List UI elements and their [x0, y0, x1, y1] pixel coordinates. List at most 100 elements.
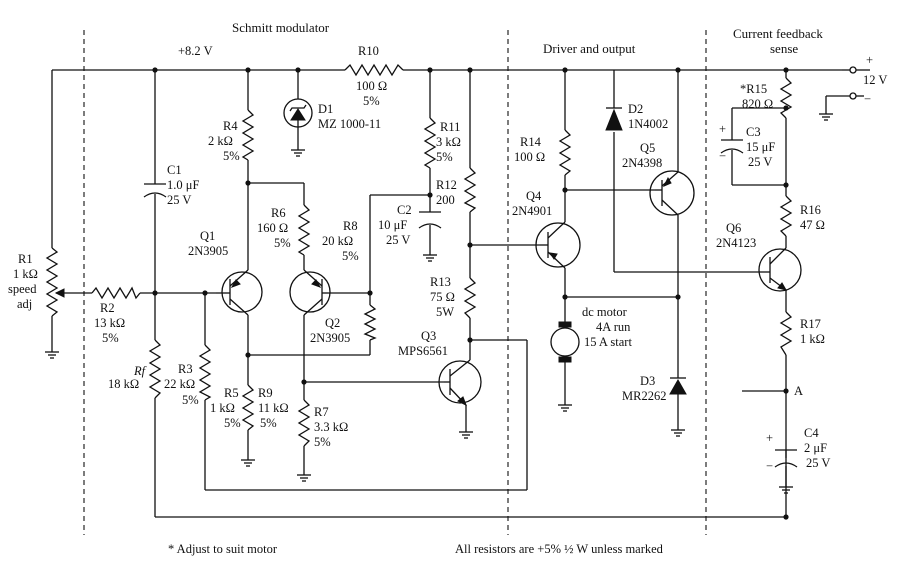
input-plus-label: + [866, 53, 873, 67]
d2-name: D2 [628, 102, 643, 116]
q4-name: Q4 [526, 189, 542, 203]
r1-wiper-arrow [54, 288, 65, 298]
r8-value: 20 kΩ [322, 234, 353, 248]
c2-value: 10 μF [378, 218, 407, 232]
r1-speed: speed [8, 282, 37, 296]
ground-c4 [779, 486, 793, 494]
r12-resistor [463, 167, 477, 213]
d1-name: D1 [318, 102, 333, 116]
r9-name: R9 [258, 386, 273, 400]
r10-resistor [344, 63, 404, 77]
r11-value: 3 kΩ [436, 135, 461, 149]
capacitors [143, 139, 798, 468]
d3-name: D3 [640, 374, 655, 388]
ground-r5 [241, 459, 255, 467]
r10-name: R10 [358, 44, 379, 58]
r14-resistor [558, 129, 572, 176]
q6-type: 2N4123 [716, 236, 756, 250]
c4-plus: + [766, 431, 773, 445]
rf-name: Rf [133, 364, 147, 378]
q1-name: Q1 [200, 229, 215, 243]
ground-d3 [671, 429, 685, 437]
input-voltage-label: 12 V [863, 73, 887, 87]
r2-value: 13 kΩ [94, 316, 125, 330]
q4-type: 2N4901 [512, 204, 552, 218]
r14-name: R14 [520, 135, 542, 149]
c3-name: C3 [746, 125, 761, 139]
r7-value: 3.3 kΩ [314, 420, 348, 434]
c3-value: 15 μF [746, 140, 775, 154]
r13-resistor [463, 277, 477, 319]
r6-tol: 5% [274, 236, 291, 250]
r9-tol: 5% [260, 416, 277, 430]
motor-line3: 15 A start [584, 335, 632, 349]
r7-resistor [297, 399, 311, 447]
q3-type: MPS6561 [398, 344, 448, 358]
rf-resistor [148, 339, 162, 399]
dc-motor-symbol [550, 321, 580, 363]
r8-resistor [363, 304, 377, 341]
ground-motor [558, 404, 572, 412]
junction-dots [152, 67, 789, 520]
c2-capacitor [418, 211, 442, 229]
r2-resistor [91, 286, 141, 300]
r5-tol: 5% [224, 416, 241, 430]
diodes [283, 90, 687, 395]
schmitt-modulator-header: Schmitt modulator [232, 20, 330, 35]
r14-value: 100 Ω [514, 150, 545, 164]
r5-value: 1 kΩ [210, 401, 235, 415]
q3-name: Q3 [421, 329, 436, 343]
r16-resistor [779, 195, 793, 237]
d2-type: 1N4002 [628, 117, 668, 131]
r2-tol: 5% [102, 331, 119, 345]
r3-name: R3 [178, 362, 193, 376]
c3-capacitor [720, 139, 744, 154]
transistors [216, 170, 802, 407]
c3-volt: 25 V [748, 155, 772, 169]
c1-name: C1 [167, 163, 182, 177]
r13-value: 75 Ω [430, 290, 455, 304]
r4-name: R4 [223, 119, 238, 133]
r5-name: R5 [224, 386, 239, 400]
c4-value: 2 μF [804, 441, 827, 455]
r3-value: 22 kΩ [164, 377, 195, 391]
r1-resistor [45, 247, 59, 317]
q1-type: 2N3905 [188, 244, 228, 258]
r4-resistor [241, 109, 255, 161]
component-labels: R1 1 kΩ speed adj R2 13 kΩ 5% Rf 18 kΩ R… [8, 44, 830, 473]
c3-minus: − [719, 149, 726, 163]
supply-labels: +8.2 V + 12 V − [178, 44, 887, 106]
r17-value: 1 kΩ [800, 332, 825, 346]
r7-name: R7 [314, 405, 329, 419]
r1-value: 1 kΩ [13, 267, 38, 281]
c1-volt: 25 V [167, 193, 191, 207]
r10-tol: 5% [363, 94, 380, 108]
r1-adj: adj [17, 297, 32, 311]
resistors [45, 63, 793, 447]
ground-r7 [297, 474, 311, 482]
motor-line1: dc motor [582, 305, 628, 319]
r13-name: R13 [430, 275, 451, 289]
motor-line2: 4A run [596, 320, 631, 334]
r15-value: 820 Ω [742, 97, 773, 111]
r9-value: 11 kΩ [258, 401, 289, 415]
c4-minus: − [766, 459, 773, 473]
q2-name: Q2 [325, 316, 340, 330]
c4-volt: 25 V [806, 456, 830, 470]
c1-value: 1.0 μF [167, 178, 199, 192]
c1-capacitor [143, 183, 167, 198]
section-dividers [83, 30, 707, 535]
r4-value: 2 kΩ [208, 134, 233, 148]
d3-type: MR2262 [622, 389, 666, 403]
section-headers: Schmitt modulator Driver and output Curr… [232, 20, 823, 56]
r7-tol: 5% [314, 435, 331, 449]
footnotes: * Adjust to suit motor All resistors are… [168, 542, 664, 556]
r3-resistor [198, 344, 212, 401]
r8-tol: 5% [342, 249, 359, 263]
q6-name: Q6 [726, 221, 741, 235]
q6-transistor [758, 247, 802, 292]
q2-type: 2N3905 [310, 331, 350, 345]
rail-voltage-label: +8.2 V [178, 44, 213, 58]
ground-q3 [459, 431, 473, 439]
